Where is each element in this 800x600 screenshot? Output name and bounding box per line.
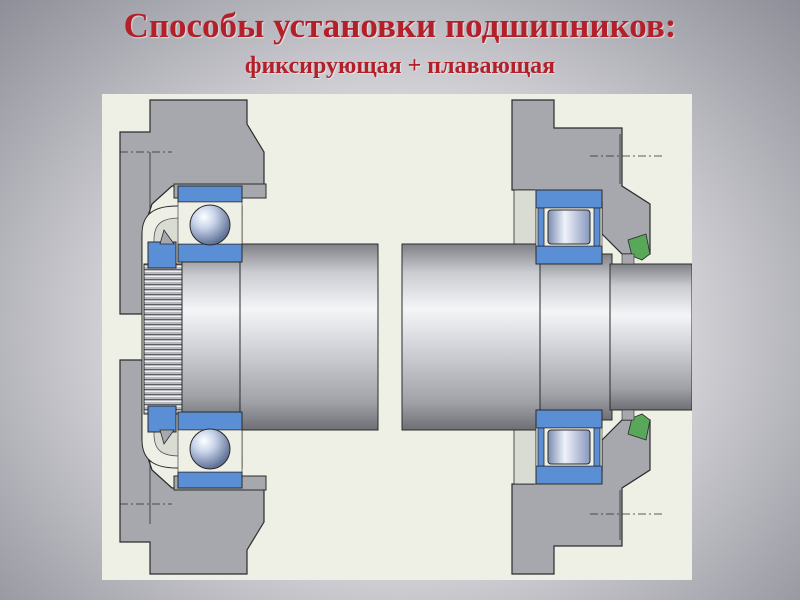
- ball-icon: [189, 428, 231, 470]
- ball-bearing-lower: [177, 411, 243, 489]
- slide-title: Способы установки подшипников:: [123, 6, 677, 45]
- right-housing: [511, 99, 662, 575]
- roller-icon: [547, 209, 591, 245]
- right-shaft: [401, 243, 692, 431]
- lock-nut: [147, 229, 177, 445]
- shaft-thread: [143, 263, 183, 415]
- roller-bearing-upper: [535, 189, 603, 265]
- slide-subtitle: фиксирующая + плавающая: [244, 53, 556, 79]
- shaft-seal: [621, 233, 651, 441]
- bearing-arrangement-diagram: [102, 94, 692, 580]
- ball-bearing-upper: [177, 185, 243, 263]
- roller-bearing-lower: [535, 409, 603, 485]
- left-shaft: [181, 243, 379, 431]
- roller-icon: [547, 429, 591, 465]
- ball-icon: [189, 204, 231, 246]
